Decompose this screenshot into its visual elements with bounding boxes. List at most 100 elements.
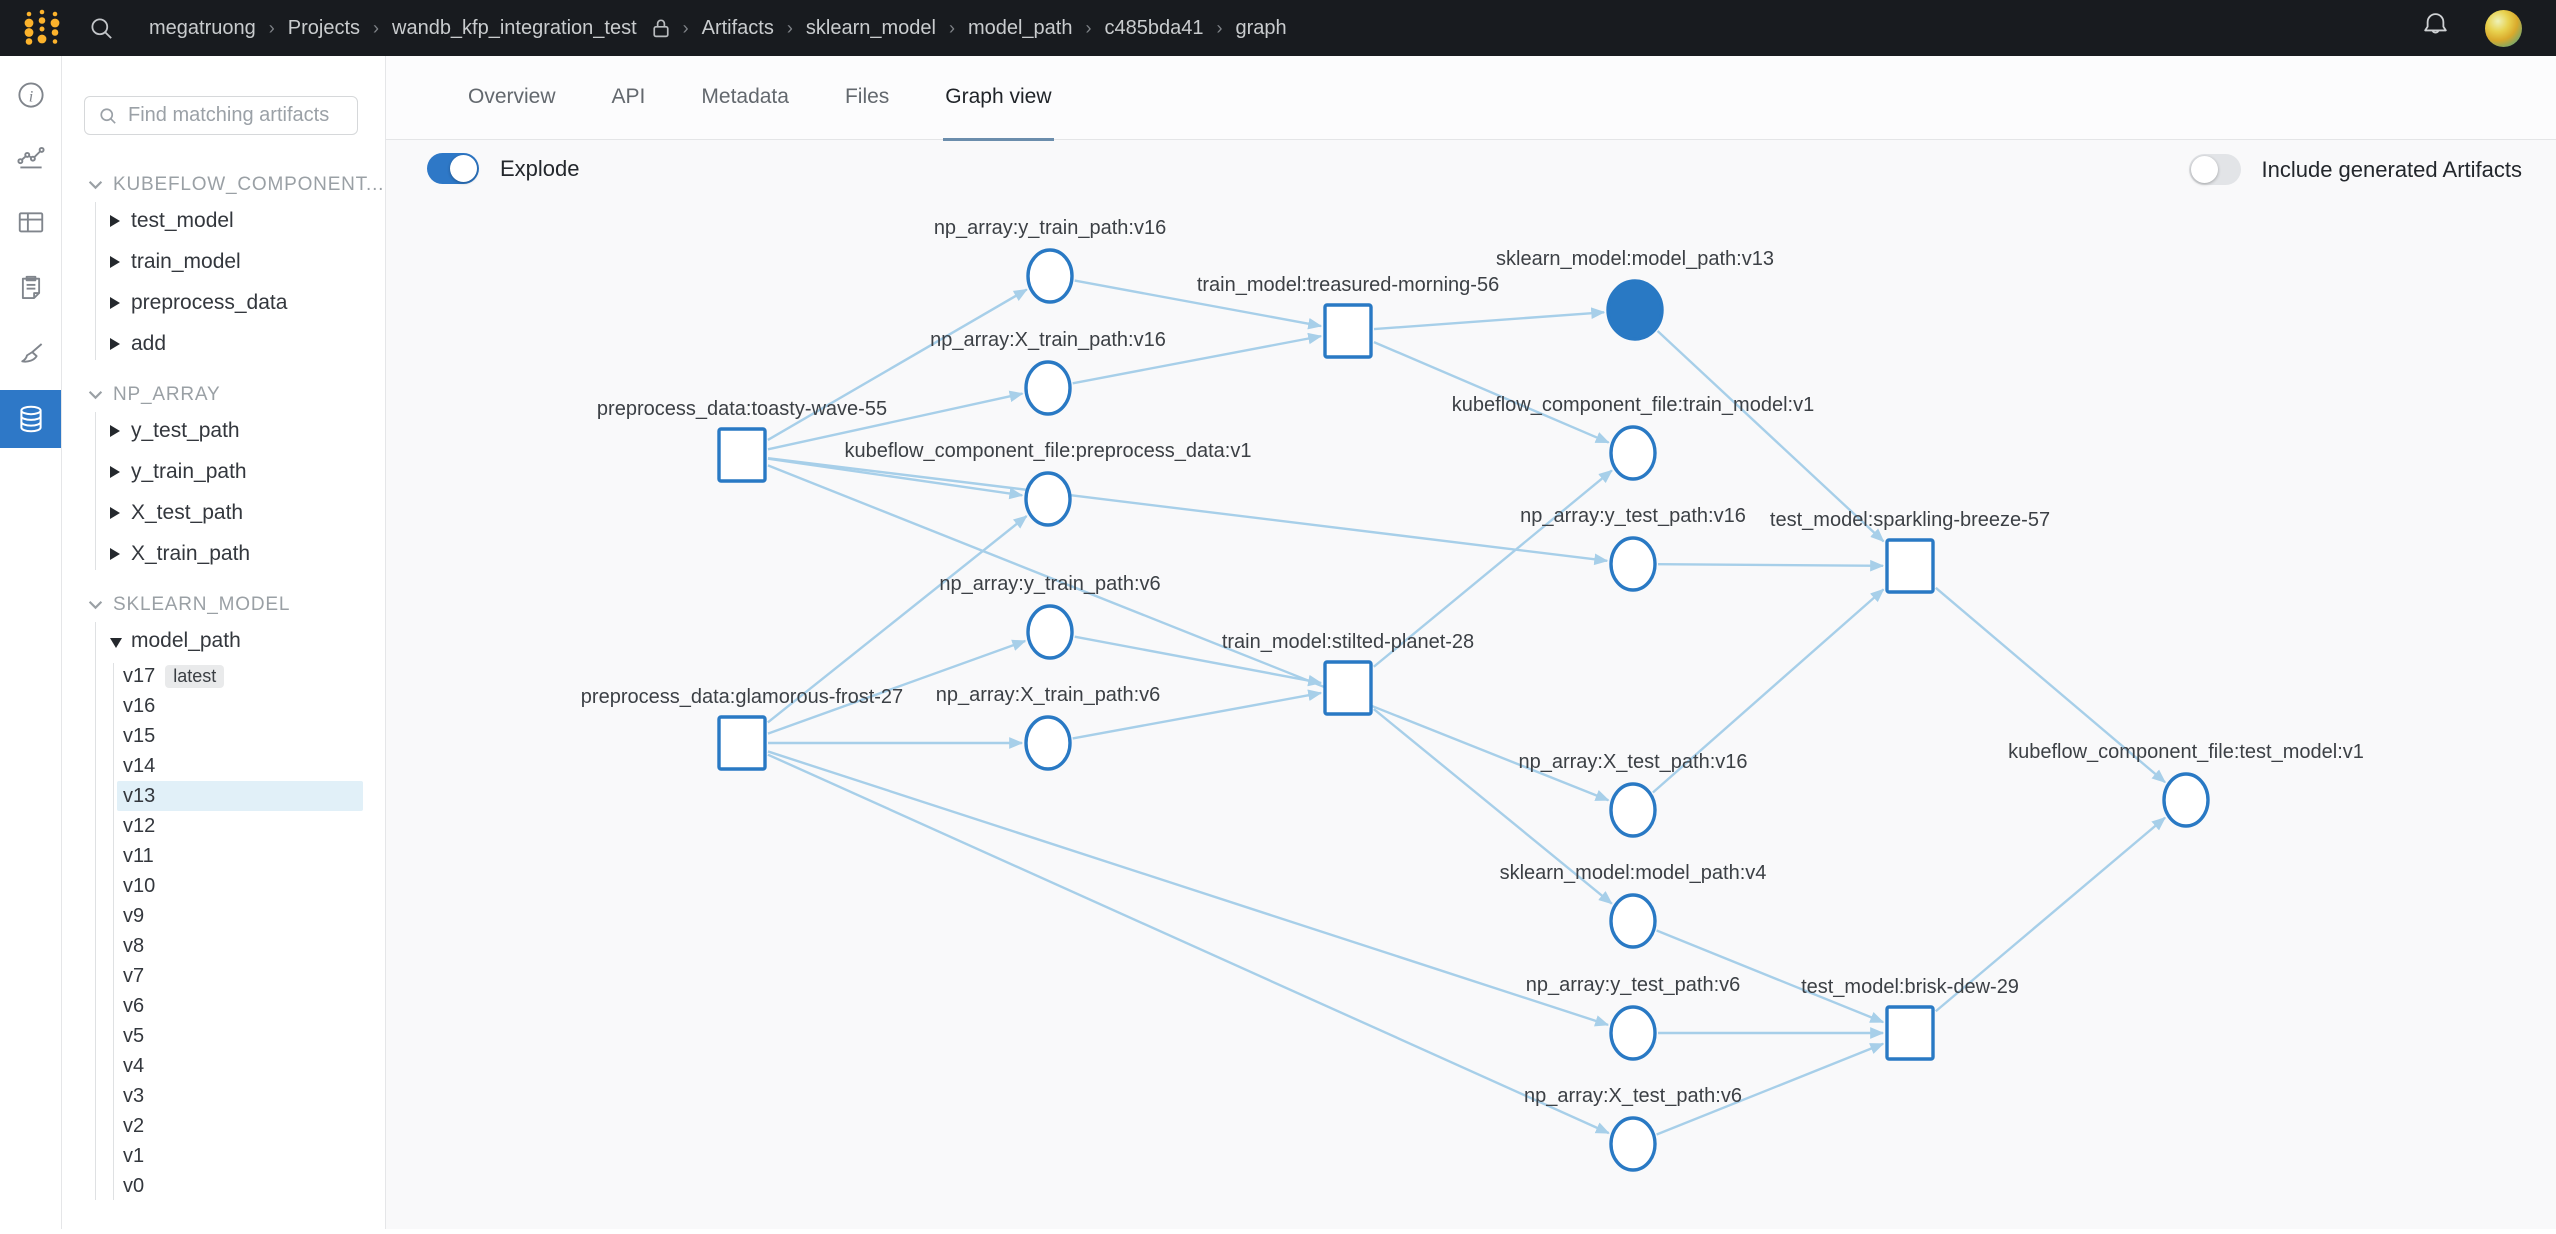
svg-text:i: i [28, 87, 33, 105]
version-row-v4[interactable]: v4 [117, 1051, 363, 1081]
breadcrumb-item[interactable]: sklearn_model [805, 16, 936, 39]
graph-node-X_test16[interactable] [1609, 782, 1657, 838]
search-icon[interactable] [88, 15, 115, 42]
breadcrumb-item[interactable]: Artifacts [701, 16, 774, 39]
caret-right-icon [110, 296, 120, 309]
crumb-separator: › [373, 17, 379, 38]
tab-overview[interactable]: Overview [468, 85, 556, 108]
sidebar-item-X_test_path[interactable]: X_test_path [62, 492, 385, 533]
include-generated-toggle[interactable] [2188, 154, 2241, 185]
rail-broom-icon[interactable] [0, 325, 61, 383]
graph-node-stilted[interactable] [1323, 660, 1373, 716]
version-row-v1[interactable]: v1 [117, 1141, 363, 1171]
breadcrumb-item[interactable]: wandb_kfp_integration_test [392, 16, 637, 39]
graph-node-y_train6[interactable] [1026, 604, 1074, 660]
sidebar-item-train_model[interactable]: train_model [62, 241, 385, 282]
tab-api[interactable]: API [611, 85, 646, 108]
sidebar-item-model_path[interactable]: model_path [62, 620, 385, 661]
version-row-v2[interactable]: v2 [117, 1111, 363, 1141]
breadcrumb-item[interactable]: model_path [967, 16, 1073, 39]
version-row-v16[interactable]: v16 [117, 691, 363, 721]
graph-node-sparkling[interactable] [1885, 538, 1935, 594]
graph-node-label-treasured: train_model:treasured-morning-56 [1197, 274, 1499, 296]
version-row-v14[interactable]: v14 [117, 751, 363, 781]
explode-toggle[interactable] [427, 153, 479, 184]
rail-database-icon[interactable] [0, 390, 61, 448]
graph-node-v4[interactable] [1609, 893, 1657, 949]
tree-item-label: y_train_path [131, 459, 247, 483]
sidebar-item-X_train_path[interactable]: X_train_path [62, 533, 385, 574]
graph-node-X_train6[interactable] [1024, 715, 1072, 771]
graph-node-toasty[interactable] [717, 427, 767, 483]
graph-node-v13[interactable] [1606, 279, 1664, 341]
version-row-v3[interactable]: v3 [117, 1081, 363, 1111]
rail-info-icon[interactable]: i [0, 66, 61, 124]
user-avatar[interactable] [2485, 9, 2522, 47]
graph-node-treasured[interactable] [1323, 303, 1373, 359]
breadcrumb-item[interactable]: graph [1235, 16, 1287, 39]
graph-node-y_train16[interactable] [1026, 248, 1074, 304]
sidebar-item-y_train_path[interactable]: y_train_path [62, 451, 385, 492]
sidebar-item-add[interactable]: add [62, 323, 385, 364]
graph-edge-v13-to-sparkling [1656, 330, 1885, 543]
version-label: v13 [123, 784, 156, 807]
breadcrumb-item[interactable]: megatruong [149, 16, 256, 39]
graph-node-y_test6[interactable] [1609, 1005, 1657, 1061]
latest-badge: latest [165, 664, 225, 688]
version-row-v15[interactable]: v15 [117, 721, 363, 751]
graph-node-kcf_test[interactable] [2162, 772, 2210, 828]
rail-table-icon[interactable] [0, 193, 61, 251]
version-row-v7[interactable]: v7 [117, 961, 363, 991]
version-row-v8[interactable]: v8 [117, 931, 363, 961]
version-row-v13[interactable]: v13 [117, 781, 363, 811]
tree-item-label: y_test_path [131, 418, 240, 442]
tree-section-header[interactable]: NP_ARRAY [62, 380, 385, 410]
graph-node-y_test16[interactable] [1609, 536, 1657, 592]
tab-graph-view[interactable]: Graph view [943, 56, 1054, 141]
sidebar-item-preprocess_data[interactable]: preprocess_data [62, 282, 385, 323]
artifact-graph-canvas[interactable]: preprocess_data:toasty-wave-55preprocess… [386, 140, 2556, 1229]
version-row-v5[interactable]: v5 [117, 1021, 363, 1051]
tab-metadata[interactable]: Metadata [701, 85, 789, 108]
graph-edge-toasty-to-kcf_preprocess [767, 457, 1024, 500]
crumb-separator: › [786, 17, 793, 38]
version-row-v0[interactable]: v0 [117, 1171, 363, 1201]
graph-node-X_train16[interactable] [1024, 360, 1072, 416]
breadcrumb-item[interactable]: c485bda41 [1104, 16, 1204, 39]
sidebar-item-test_model[interactable]: test_model [62, 200, 385, 241]
caret-right-icon [110, 255, 120, 268]
version-row-v12[interactable]: v12 [117, 811, 363, 841]
graph-node-brisk[interactable] [1885, 1005, 1935, 1061]
version-row-v10[interactable]: v10 [117, 871, 363, 901]
rail-line-chart-icon[interactable] [0, 129, 61, 187]
rail-clipboard-icon[interactable] [0, 259, 61, 317]
graph-node-X_test6[interactable] [1609, 1116, 1657, 1172]
artifact-search-box[interactable] [84, 96, 358, 135]
tree-section-header[interactable]: SKLEARN_MODEL [62, 590, 385, 620]
graph-node-kcf_train[interactable] [1609, 425, 1657, 481]
tree-guide-line [95, 412, 96, 570]
bell-icon[interactable] [2420, 10, 2451, 46]
top-navbar: megatruong › Projects › wandb_kfp_integratio… [0, 0, 2556, 56]
tree-item-label: X_test_path [131, 500, 244, 524]
tree-section-header[interactable]: KUBEFLOW_COMPONENT... [62, 170, 385, 200]
version-label: v0 [123, 1174, 145, 1197]
graph-node-label-kcf_preprocess: kubeflow_component_file:preprocess_data:… [845, 440, 1252, 462]
explode-label: Explode [500, 155, 580, 181]
wandb-logo-icon[interactable] [20, 6, 64, 50]
artifact-search-input[interactable] [128, 104, 357, 127]
icon-rail: i [0, 56, 62, 1229]
graph-node-label-stilted: train_model:stilted-planet-28 [1222, 631, 1474, 653]
tab-files[interactable]: Files [844, 85, 890, 108]
sidebar-item-y_test_path[interactable]: y_test_path [62, 410, 385, 451]
version-row-v6[interactable]: v6 [117, 991, 363, 1021]
chevron-down-icon [88, 391, 103, 400]
version-row-v9[interactable]: v9 [117, 901, 363, 931]
graph-node-glamorous[interactable] [717, 715, 767, 771]
version-row-v11[interactable]: v11 [117, 841, 363, 871]
graph-node-kcf_preprocess[interactable] [1024, 471, 1072, 527]
breadcrumb-item[interactable]: Projects [287, 16, 360, 39]
